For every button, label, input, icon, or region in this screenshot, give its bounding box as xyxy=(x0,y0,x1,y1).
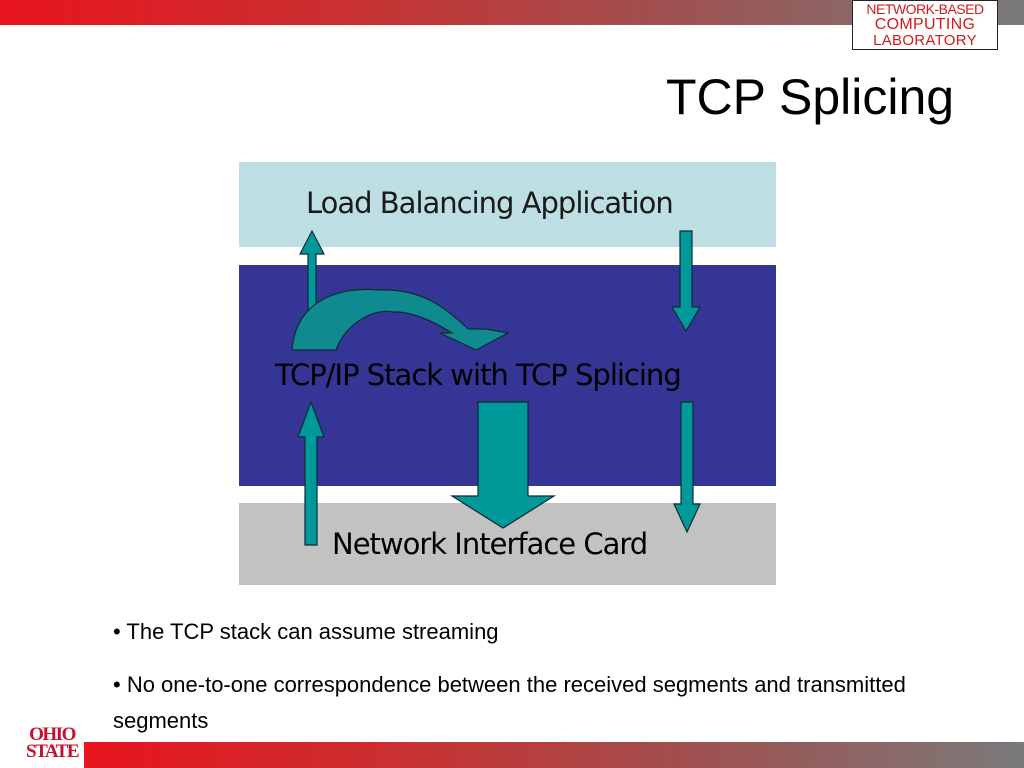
bullet-item: • No one-to-one correspondence between t… xyxy=(113,672,906,733)
lab-logo-line2: COMPUTING xyxy=(874,16,976,33)
nic-layer-label: Network Interface Card xyxy=(332,527,648,561)
bottom-gradient-bar xyxy=(84,742,1024,768)
tcp-stack-layer-label: TCP/IP Stack with TCP Splicing xyxy=(275,358,682,392)
ohio-state-logo: OHIO STATE xyxy=(26,724,80,766)
lab-logo-line3: LABORATORY xyxy=(873,32,977,49)
lab-logo-line1: NETWORK-BASED xyxy=(866,1,984,17)
slide-title: TCP Splicing xyxy=(666,69,955,125)
application-layer-label: Load Balancing Application xyxy=(306,186,674,220)
network-based-computing-lab-logo: NETWORK-BASED COMPUTING LABORATORY xyxy=(852,0,998,50)
osu-logo-line2: STATE xyxy=(26,741,80,762)
osu-logo-line1: OHIO xyxy=(29,724,76,745)
bullet-item: • The TCP stack can assume streaming xyxy=(113,619,499,644)
